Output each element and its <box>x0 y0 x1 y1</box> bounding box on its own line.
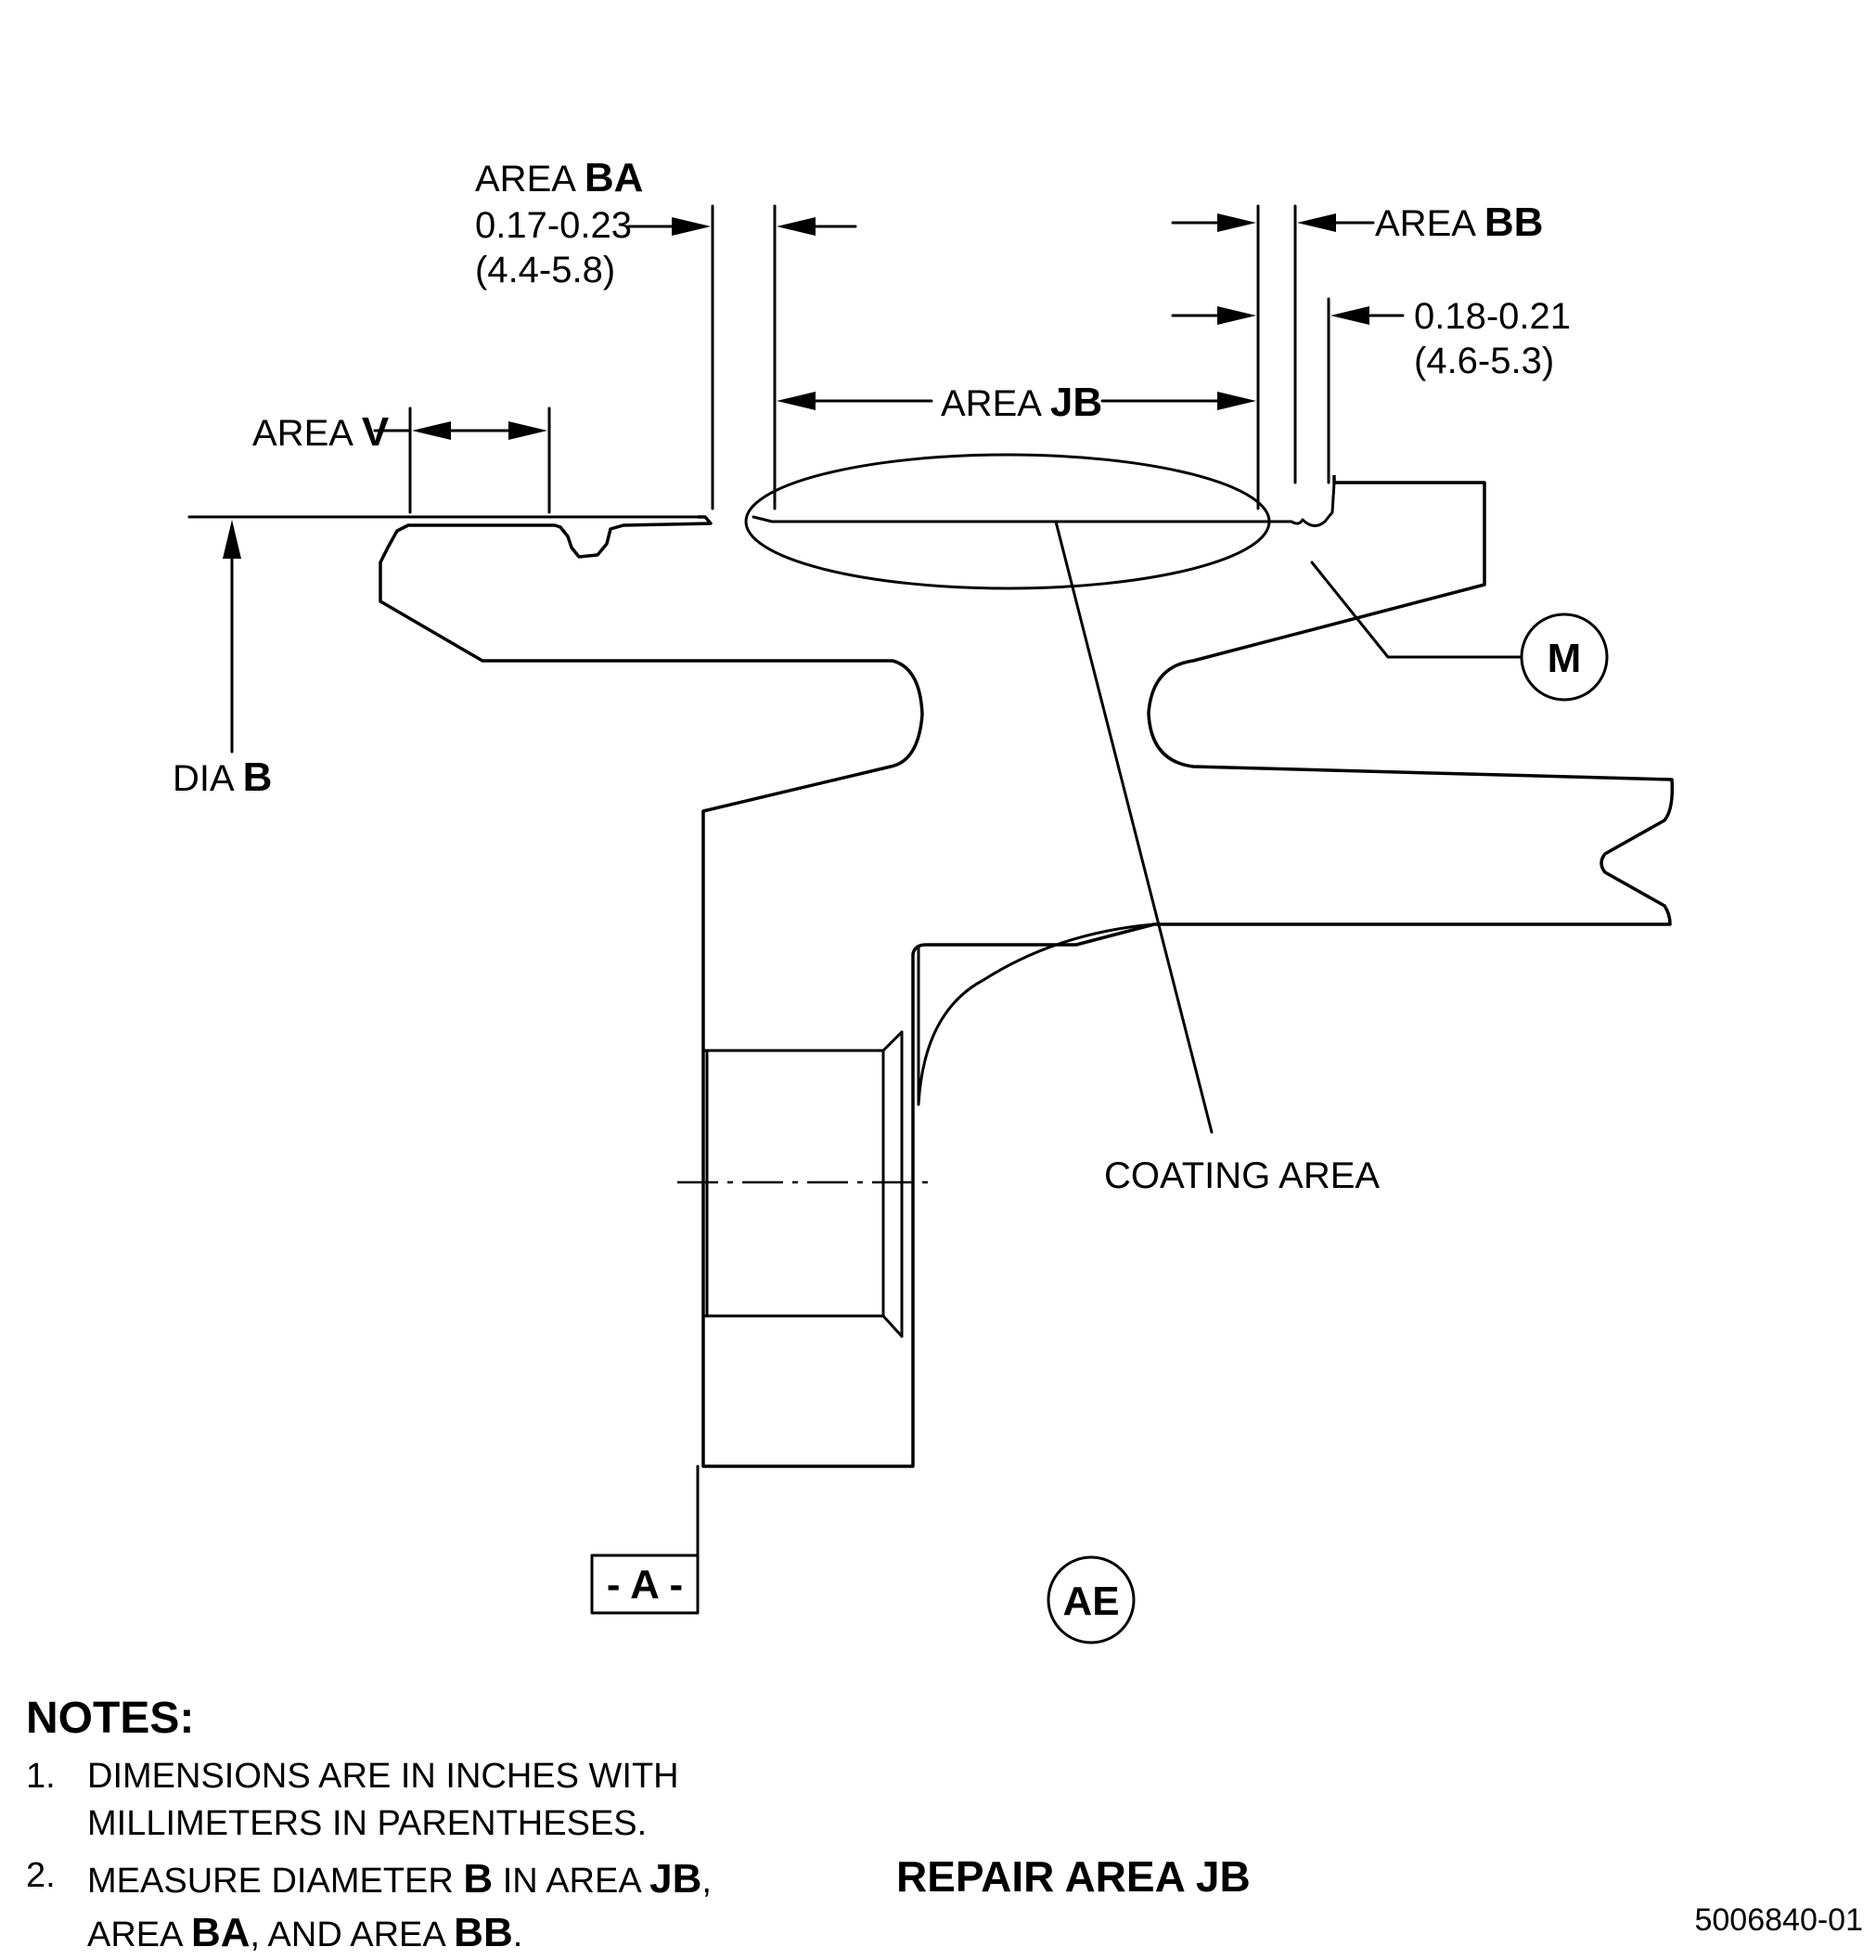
view-ae-label: AE <box>1062 1579 1119 1624</box>
datum-a-label: - A - <box>607 1562 683 1607</box>
note-2: 2. MEASURE DIAMETER B IN AREA JB, AREA B… <box>26 1852 861 1960</box>
figure-id: 5006840-01 <box>1694 1902 1863 1938</box>
area-ba-label: AREA BA <box>475 155 643 200</box>
area-v-label: AREA V <box>252 409 390 455</box>
ba-dimension-inch: 0.17-0.23 <box>475 205 632 246</box>
note-2-number: 2. <box>26 1855 56 1895</box>
dia-b-label: DIA B <box>173 754 272 800</box>
note-1-line-1: DIMENSIONS ARE IN INCHES WITH <box>87 1757 679 1797</box>
view-ae-circle <box>1047 1555 1136 1644</box>
bb-dimension-inch: 0.18-0.21 <box>1414 296 1571 337</box>
area-jb-label: AREA JB <box>941 380 1102 425</box>
notes-section: NOTES: 1. DIMENSIONS ARE IN INCHES WITH … <box>26 1689 861 1960</box>
bb-dimension-mm: (4.6-5.3) <box>1414 341 1554 381</box>
coating-area-ellipse <box>744 453 1271 590</box>
datum-a-box <box>590 1554 700 1615</box>
extension-lines <box>408 204 1330 514</box>
figure-title: REPAIR AREA JB <box>896 1852 1251 1901</box>
coating-area-label: COATING AREA <box>1104 1155 1380 1196</box>
notes-title: NOTES: <box>26 1694 195 1743</box>
callout-m-circle <box>1520 612 1609 702</box>
note-1-text: DIMENSIONS ARE IN INCHES WITH MILLIMETER… <box>87 1753 679 1846</box>
note-1-number: 1. <box>26 1757 56 1797</box>
note-1-line-2: MILLIMETERS IN PARENTHESES. <box>87 1803 648 1843</box>
part-outline <box>187 475 1675 1468</box>
callout-m-label: M <box>1548 636 1582 681</box>
dimension-arrows <box>223 213 1405 1557</box>
area-bb-label: AREA BB <box>1375 200 1543 245</box>
note-1: 1. DIMENSIONS ARE IN INCHES WITH MILLIME… <box>26 1753 861 1846</box>
ba-dimension-mm: (4.4-5.8) <box>475 250 615 290</box>
note-2-text: MEASURE DIAMETER B IN AREA JB, AREA BA, … <box>87 1855 712 1955</box>
